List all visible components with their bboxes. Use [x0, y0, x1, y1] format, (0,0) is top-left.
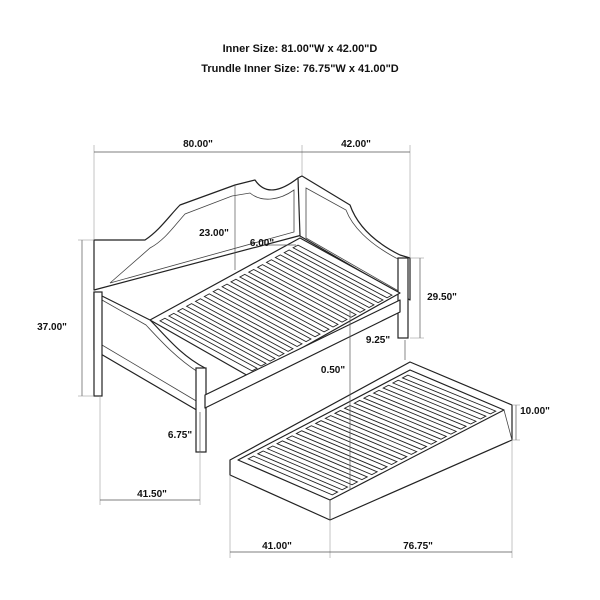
- slat: [362, 394, 458, 435]
- trundle-width-label: 76.75": [403, 541, 433, 552]
- slat: [401, 374, 497, 415]
- slat: [167, 312, 267, 367]
- slat: [353, 399, 448, 440]
- arm-height-label: 29.50": [427, 292, 457, 303]
- trundle-gap-label: 0.50": [321, 365, 345, 376]
- slat: [295, 430, 389, 471]
- trundle-inner-size-label: Trundle Inner Size: 76.75"W x 41.00"D: [201, 63, 399, 75]
- slat: [382, 384, 478, 425]
- dimension-lines: [78, 145, 520, 558]
- slat: [304, 425, 398, 466]
- slat: [203, 293, 303, 348]
- slat: [159, 317, 258, 372]
- slat: [247, 455, 339, 496]
- leg-height-label: 6.75": [168, 430, 192, 441]
- trundle-height-label: 10.00": [520, 406, 550, 417]
- slat: [314, 420, 408, 460]
- slat: [276, 440, 369, 481]
- slat: [176, 307, 276, 362]
- back-curve-label: 6.00": [250, 238, 274, 249]
- slat: [212, 288, 312, 343]
- slat: [283, 249, 384, 304]
- near-arm-post-back: [93, 291, 103, 397]
- slat: [230, 278, 330, 333]
- back-height-label: 23.00": [199, 228, 229, 239]
- overall-width-label: 80.00": [183, 139, 213, 150]
- slat: [194, 298, 294, 352]
- trundle-front-face: [329, 409, 513, 520]
- daybed-far-arm: [297, 175, 411, 301]
- inner-size-label: Inner Size: 81.00"W x 42.00"D: [222, 43, 378, 55]
- trundle: [229, 361, 513, 521]
- trundle-slats: [247, 374, 497, 496]
- slat: [256, 264, 357, 318]
- slat: [285, 435, 379, 476]
- slat: [238, 273, 339, 328]
- daybed: [93, 175, 411, 453]
- slat: [343, 404, 438, 445]
- daybed-slats: [159, 244, 393, 372]
- slat: [265, 259, 366, 313]
- slat: [256, 450, 349, 491]
- slat: [324, 415, 418, 455]
- front-rail: [204, 299, 401, 409]
- trundle-depth-label: 41.00": [262, 541, 292, 552]
- slat: [266, 445, 359, 486]
- daybed-back-panel: [93, 175, 303, 291]
- slat: [221, 283, 321, 338]
- overall-depth-label: 42.00": [341, 139, 371, 150]
- slat: [247, 268, 348, 323]
- overall-height-label: 37.00": [37, 322, 67, 333]
- slat: [372, 389, 468, 430]
- under-clearance-label: 9.25": [366, 335, 390, 346]
- slat: [333, 410, 428, 450]
- near-arm-post-front: [195, 367, 207, 453]
- back-panel-inner: [109, 189, 295, 284]
- slat: [185, 303, 285, 357]
- slat: [292, 244, 393, 299]
- slat-deck: [149, 237, 401, 378]
- dimension-labels: 80.00" 42.00" 23.00" 6.00" 29.50" 37.00"…: [37, 139, 550, 552]
- far-arm-post: [397, 257, 409, 339]
- seat-depth-label: 41.50": [137, 489, 167, 500]
- slat: [391, 379, 487, 420]
- slat: [274, 254, 375, 309]
